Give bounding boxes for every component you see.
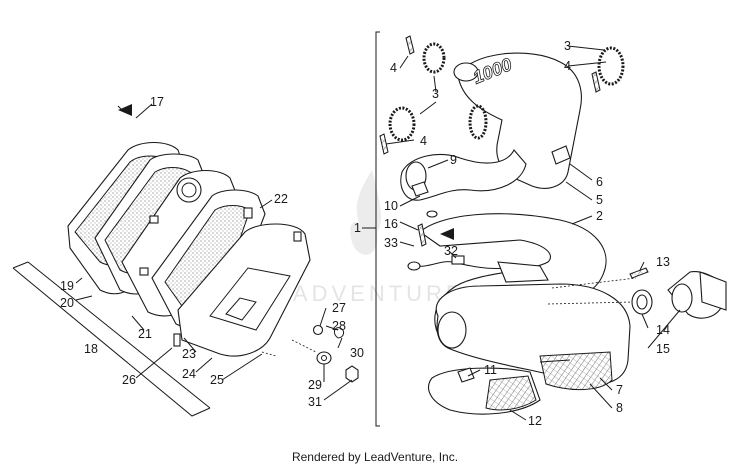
arrow-marker-left — [118, 104, 132, 116]
spring-middle-left — [379, 133, 389, 155]
washer-hole — [321, 355, 327, 361]
footer-credit: Rendered by LeadVenture, Inc. — [291, 450, 459, 464]
callout-17: 17 — [150, 95, 164, 109]
callout-3-top: 3 — [432, 87, 439, 101]
callout-5: 5 — [596, 193, 603, 207]
callout-29: 29 — [308, 378, 322, 392]
muffler-outlet — [453, 62, 479, 82]
intake-boot-inner — [181, 182, 197, 198]
callout-3-right: 3 — [564, 39, 571, 53]
callout-19: 19 — [60, 279, 74, 293]
callout-8: 8 — [616, 401, 623, 415]
grommet — [312, 324, 324, 336]
seal-ring-top-left — [422, 42, 446, 74]
callout-28: 28 — [332, 319, 346, 333]
hardware-dash-2 — [261, 351, 277, 357]
callout-4-right: 4 — [564, 59, 571, 73]
callout-13: 13 — [656, 255, 670, 269]
callout-14: 14 — [656, 323, 670, 337]
watermark-flame-icon — [350, 170, 382, 255]
muffler-label-plate — [551, 145, 571, 165]
callout-leaders — [75, 45, 681, 421]
callout-18: 18 — [84, 342, 98, 356]
sensor-plug — [407, 261, 421, 271]
muffler-body — [457, 52, 582, 189]
callout-10: 10 — [384, 199, 398, 213]
callout-24: 24 — [182, 367, 196, 381]
sensor-probe — [451, 255, 465, 265]
gasket-small — [426, 210, 438, 218]
muffler-inlet-pipe — [400, 149, 527, 201]
callout-9: 9 — [450, 153, 457, 167]
assembly-bracket — [375, 31, 380, 427]
manifold-opening — [671, 283, 693, 313]
callout-labels: 17 22 19 20 21 18 23 24 25 26 27 28 30 2… — [60, 39, 670, 428]
callout-33: 33 — [384, 236, 398, 250]
callout-31: 31 — [308, 395, 322, 409]
chamber-end — [437, 311, 467, 349]
spring-clip — [333, 327, 345, 339]
intake-boot — [176, 177, 202, 203]
callout-1: 1 — [354, 221, 361, 235]
callout-7: 7 — [616, 383, 623, 397]
callout-2: 2 — [596, 209, 603, 223]
front-cover-recess — [209, 267, 291, 331]
shield-strap — [539, 359, 571, 363]
sensor-boot — [497, 261, 549, 283]
callout-30: 30 — [350, 346, 364, 360]
callout-25: 25 — [210, 373, 224, 387]
hardware-dash-1 — [291, 339, 317, 353]
seal-ring-middle-left — [388, 106, 416, 142]
bolt — [173, 333, 181, 347]
callout-11: 11 — [484, 363, 497, 377]
seal-ring-middle — [468, 104, 488, 140]
callout-22: 22 — [274, 192, 288, 206]
spring-sensor — [417, 223, 427, 247]
spring-top-right — [591, 71, 601, 93]
housing-latch-3 — [139, 267, 149, 276]
heat-shield-tab — [457, 367, 475, 383]
exhaust-system: 1000 — [375, 31, 727, 427]
chamber-heat-shield — [539, 351, 613, 391]
callout-16: 16 — [384, 217, 398, 231]
callout-27: 27 — [332, 301, 346, 315]
nut — [345, 365, 359, 383]
spring-top-left — [405, 35, 415, 55]
manifold-seal — [631, 289, 653, 315]
heat-shield-lower-mesh — [485, 375, 537, 411]
manifold-flange — [699, 271, 727, 311]
housing-latch-1 — [149, 215, 159, 224]
callout-4-middle: 4 — [420, 134, 427, 148]
callout-20: 20 — [60, 296, 74, 310]
base-outline — [12, 261, 211, 417]
air-silencer-assembly — [12, 141, 359, 417]
front-cover-slot — [225, 297, 257, 321]
callout-6: 6 — [596, 175, 603, 189]
front-cover-tab — [293, 231, 302, 242]
callout-23: 23 — [182, 347, 196, 361]
spring-manifold — [629, 267, 649, 279]
callout-12: 12 — [528, 414, 542, 428]
callout-21: 21 — [138, 327, 152, 341]
silencer-front-cover — [177, 223, 311, 357]
seal-ring-top-right — [597, 46, 625, 86]
callout-4-top-left: 4 — [390, 61, 397, 75]
washer — [316, 351, 332, 365]
panel-clip — [243, 207, 253, 219]
callout-15: 15 — [656, 342, 670, 356]
callout-26: 26 — [122, 373, 136, 387]
manifold-seal-inner — [636, 294, 648, 310]
callout-32: 32 — [444, 244, 458, 258]
inlet-pipe-label — [411, 181, 429, 197]
arrow-marker-right — [440, 228, 454, 240]
